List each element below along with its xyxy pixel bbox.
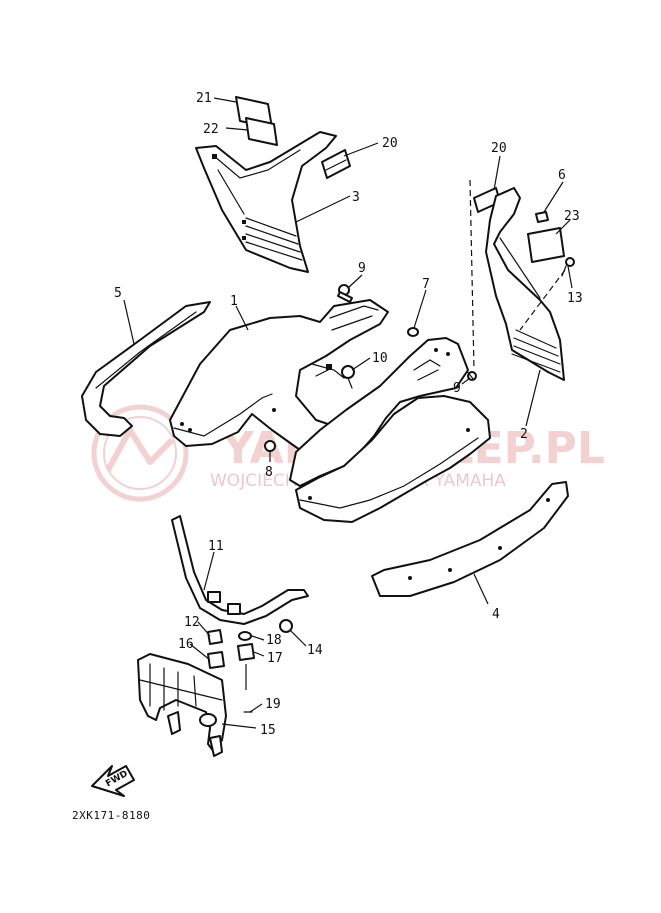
leader-lines xyxy=(123,97,573,729)
callout-16: 16 xyxy=(178,637,194,652)
callout-14: 14 xyxy=(307,643,323,658)
callout-labels: 21 22 20 3 20 6 23 9 7 13 5 1 10 9 2 8 1… xyxy=(114,91,583,738)
callout-15: 15 xyxy=(260,723,276,738)
watermark-logo xyxy=(91,404,189,502)
callout-12: 12 xyxy=(184,615,200,630)
callout-9-lower: 9 xyxy=(453,381,461,396)
side-cover-3 xyxy=(195,131,337,273)
catalog-code: 2XK171-8180 xyxy=(72,809,150,822)
callout-11: 11 xyxy=(208,539,224,554)
side-cover-2 xyxy=(485,187,565,381)
callout-3: 3 xyxy=(352,190,360,205)
callout-4: 4 xyxy=(492,607,500,622)
callout-13: 13 xyxy=(567,291,583,306)
bolt-9-upper xyxy=(337,284,353,303)
callout-9-upper: 9 xyxy=(358,261,366,276)
nut-8 xyxy=(264,440,276,452)
callout-23: 23 xyxy=(564,209,580,224)
nut-14 xyxy=(279,619,293,633)
reflector-20-left xyxy=(321,149,351,179)
bolt-12 xyxy=(207,629,223,645)
bolt-16 xyxy=(207,651,225,669)
callout-19: 19 xyxy=(265,697,281,712)
callout-18: 18 xyxy=(266,633,282,648)
collar-17 xyxy=(237,643,255,661)
clip-6 xyxy=(535,211,549,223)
front-guard-15 xyxy=(137,653,227,757)
bolt-9-lower xyxy=(465,369,477,381)
mud-flap-4 xyxy=(371,481,569,597)
front-fender-1-right xyxy=(289,337,491,523)
callout-20-left: 20 xyxy=(382,136,398,151)
callout-2: 2 xyxy=(520,427,528,442)
mud-flap-5 xyxy=(81,301,211,437)
assembly-line xyxy=(469,179,475,371)
callout-6: 6 xyxy=(558,168,566,183)
callout-1: 1 xyxy=(230,294,238,309)
grommet-7 xyxy=(407,327,419,337)
washer-18 xyxy=(238,631,252,641)
callout-7: 7 xyxy=(422,277,430,292)
forward-arrow-icon: FWD xyxy=(91,765,135,797)
rivet-10 xyxy=(341,365,355,389)
callout-21: 21 xyxy=(196,91,212,106)
callout-8: 8 xyxy=(265,465,273,480)
assembly-line xyxy=(519,269,566,331)
callout-10: 10 xyxy=(372,351,388,366)
callout-17: 17 xyxy=(267,651,283,666)
decal-23 xyxy=(527,227,565,263)
callout-20-right: 20 xyxy=(491,141,507,156)
callout-5: 5 xyxy=(114,286,122,301)
stay-bar-11 xyxy=(171,515,309,625)
callout-22: 22 xyxy=(203,122,219,137)
decal-22 xyxy=(245,117,278,146)
front-fender-1 xyxy=(169,299,389,459)
